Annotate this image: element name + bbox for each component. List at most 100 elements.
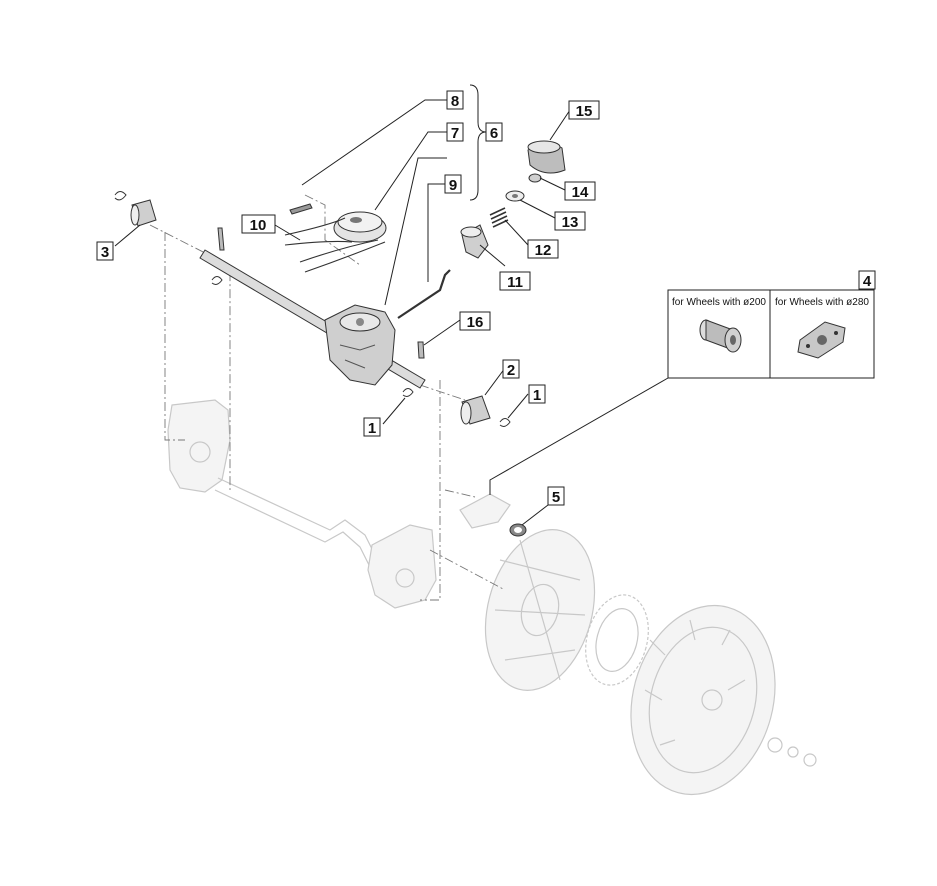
leader-7 xyxy=(374,131,447,211)
ghost-hubcap-ribs xyxy=(494,539,586,681)
ghost-hub-adapter xyxy=(459,493,511,529)
pinion-2-face xyxy=(460,401,472,425)
callout-box-14 xyxy=(564,181,596,201)
leader-1b xyxy=(507,393,529,419)
callout-boxes: 8 7 6 9 15 14 13 12 11 10 3 16 2 1 1 4 5 xyxy=(96,90,876,506)
key xyxy=(289,203,313,215)
belt xyxy=(284,217,386,273)
callout-box-9 xyxy=(444,174,462,194)
spring-rod xyxy=(397,269,451,319)
ghost-tire-hub xyxy=(701,689,723,711)
callout-6: 6 xyxy=(490,125,498,142)
leader-16 xyxy=(423,319,461,346)
bushing-11-rim xyxy=(460,226,482,238)
dash-key-to-pulley xyxy=(304,194,361,266)
callout-16: 16 xyxy=(467,314,484,331)
leader-1a xyxy=(382,397,406,425)
callout-box-16 xyxy=(459,311,491,331)
callout-1a: 1 xyxy=(368,420,376,437)
callout-box-15 xyxy=(568,100,600,120)
callout-box-8 xyxy=(446,90,464,110)
leader-8 xyxy=(301,99,447,186)
dash-axle-to-hub xyxy=(429,549,506,591)
callout-box-5 xyxy=(547,486,565,506)
ghost-tire xyxy=(630,604,776,796)
ghost-right-bracket xyxy=(367,524,437,609)
leader-5 xyxy=(521,504,549,526)
spring-12 xyxy=(489,207,509,228)
callout-box-3 xyxy=(96,241,114,261)
callout-3: 3 xyxy=(101,244,109,261)
brace-6 xyxy=(469,84,487,201)
pulley-bore xyxy=(350,217,362,223)
leader-3 xyxy=(114,224,141,247)
callout-box-12 xyxy=(527,239,559,259)
callout-box-7 xyxy=(446,122,464,142)
leader-9 xyxy=(427,183,445,282)
ghost-left-bracket xyxy=(167,399,231,493)
adapter-280 xyxy=(797,321,846,359)
callout-4: 4 xyxy=(863,273,872,290)
callout-13: 13 xyxy=(562,214,579,231)
drive-shaft xyxy=(199,249,426,389)
clip-1b xyxy=(499,418,511,427)
ghost-gear-ring xyxy=(585,594,649,686)
ghost-nut xyxy=(803,753,817,767)
callout-box-10 xyxy=(241,214,276,234)
clip-shaft xyxy=(211,276,223,285)
callout-box-2 xyxy=(502,359,520,379)
callout-9: 9 xyxy=(449,177,457,194)
leader-2 xyxy=(484,367,506,396)
callout-14: 14 xyxy=(572,184,589,201)
leader-4 xyxy=(489,377,669,495)
callout-box-13 xyxy=(554,211,586,231)
dash-hub-adapter xyxy=(444,489,476,498)
dash-left-down xyxy=(164,232,185,441)
ghost-gear-inner xyxy=(595,608,639,672)
leader-13 xyxy=(519,199,556,219)
ghost-bracket-hole xyxy=(189,441,211,463)
leader-11 xyxy=(479,244,506,267)
knob-15-top xyxy=(527,140,561,154)
ghost-tire-rim xyxy=(648,626,758,774)
pin-16 xyxy=(417,341,425,359)
leader-15 xyxy=(549,109,571,141)
leader-12 xyxy=(504,219,529,246)
callout-12: 12 xyxy=(535,242,552,259)
dash-shaft-to-gear xyxy=(419,384,466,401)
dash-pinion-to-shaft xyxy=(149,224,216,259)
inset-right-caption: for Wheels with ø280 xyxy=(775,297,869,308)
callout-15: 15 xyxy=(576,103,593,120)
leader-14 xyxy=(539,177,566,191)
ghost-right-bracket-hole xyxy=(395,568,415,588)
callout-8: 8 xyxy=(451,93,459,110)
callout-box-1a xyxy=(363,417,381,437)
callout-box-1b xyxy=(528,384,546,404)
callout-7: 7 xyxy=(451,125,459,142)
gearbox-details xyxy=(339,344,376,369)
pinion-3-face xyxy=(130,204,140,226)
dash-right-down xyxy=(420,380,441,601)
callout-box-4 xyxy=(858,270,876,290)
ghost-hubcap-center xyxy=(520,583,560,637)
callout-11: 11 xyxy=(507,274,523,291)
gearbox-input-shaft xyxy=(356,318,364,326)
ghost-tire-tread xyxy=(644,619,746,746)
leader-6-gearbox xyxy=(384,157,447,306)
ghost-washer-a xyxy=(767,737,783,753)
ghost-washer-b xyxy=(787,746,799,758)
washer-13-hole xyxy=(512,194,518,198)
parts xyxy=(114,140,566,537)
callout-2: 2 xyxy=(507,362,515,379)
clip-1a xyxy=(402,388,414,397)
nut-14 xyxy=(528,173,542,183)
callout-5: 5 xyxy=(552,489,560,506)
leader-10 xyxy=(274,224,301,241)
callout-1b: 1 xyxy=(533,387,541,404)
inset-left-caption: for Wheels with ø200 xyxy=(672,297,766,308)
inset-table: for Wheels with ø200 for Wheels with ø28… xyxy=(667,289,875,379)
clip-left xyxy=(114,191,127,201)
pin-left xyxy=(217,227,225,251)
